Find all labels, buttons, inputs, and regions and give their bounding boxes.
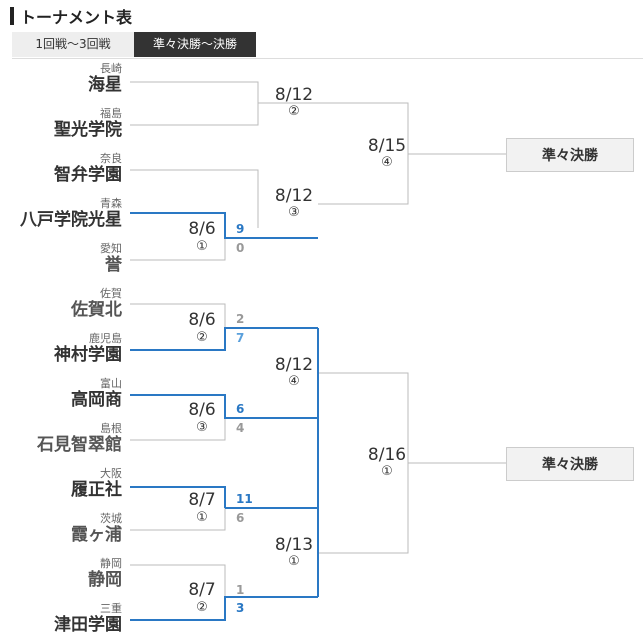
match-date: 8/6 (188, 310, 216, 330)
team-prefecture: 愛知 (100, 242, 122, 255)
score-winner: 7 (236, 331, 245, 345)
team-entry: 茨城 霞ヶ浦 (0, 512, 122, 545)
team-name: 佐賀北 (71, 300, 122, 320)
team-entry: 佐賀 佐賀北 (0, 287, 122, 320)
match-number: ① (288, 554, 300, 569)
match-date: 8/15 (367, 136, 407, 156)
team-entry: 奈良 智弁学園 (0, 152, 122, 185)
match-date: 8/12 (274, 355, 314, 375)
score-loser: 1 (236, 583, 245, 597)
bracket-line (130, 418, 226, 441)
team-entry: 三重 津田学園 (0, 602, 122, 635)
winner-line (130, 596, 318, 621)
bracket-line (130, 508, 226, 531)
match-number: ④ (381, 155, 393, 170)
team-entry: 愛知 誉 (0, 242, 122, 275)
team-prefecture: 青森 (100, 197, 122, 210)
team-name: 津田学園 (54, 615, 122, 635)
winner-line (130, 394, 318, 419)
team-name: 海星 (88, 75, 122, 95)
match-number: ① (381, 464, 393, 479)
team-name: 履正社 (71, 480, 122, 500)
match-date: 8/13 (274, 535, 314, 555)
team-prefecture: 佐賀 (100, 287, 122, 300)
match-number: ② (196, 600, 208, 615)
match-date: 8/6 (188, 400, 216, 420)
team-entry: 静岡 静岡 (0, 557, 122, 590)
team-prefecture: 鹿児島 (89, 332, 122, 345)
team-prefecture: 富山 (100, 377, 122, 390)
match-date: 8/7 (188, 490, 216, 510)
score-winner: 11 (236, 492, 253, 506)
match-number: ③ (196, 420, 208, 435)
match-number: ② (196, 330, 208, 345)
match-number: ② (288, 104, 300, 119)
team-name: 神村学園 (54, 345, 122, 365)
team-prefecture: 長崎 (100, 62, 122, 75)
match-date: 8/16 (367, 445, 407, 465)
match-number: ① (196, 239, 208, 254)
team-entry: 大阪 履正社 (0, 467, 122, 500)
team-entry: 富山 高岡商 (0, 377, 122, 410)
team-entry: 福島 聖光学院 (0, 107, 122, 140)
match-number: ③ (288, 205, 300, 220)
team-name: 霞ヶ浦 (71, 525, 122, 545)
winner-line (130, 486, 226, 508)
team-prefecture: 茨城 (100, 512, 122, 525)
team-prefecture: 大阪 (100, 467, 122, 480)
team-name: 石見智翠館 (37, 435, 122, 455)
score-loser: 0 (236, 241, 245, 255)
match-date: 8/7 (188, 580, 216, 600)
bracket-line (130, 169, 259, 228)
bracket-line (130, 303, 226, 328)
divider (12, 58, 643, 59)
score-loser: 2 (236, 312, 245, 326)
team-name: 聖光学院 (54, 120, 122, 140)
winner-line (130, 212, 318, 239)
team-name: 八戸学院光星 (20, 210, 122, 230)
score-winner: 6 (236, 402, 245, 416)
team-name: 静岡 (88, 570, 122, 590)
tab-quarterfinal-final[interactable]: 準々決勝～決勝 (134, 32, 256, 57)
page-title: トーナメント表 (20, 8, 133, 27)
team-prefecture: 三重 (100, 602, 122, 615)
team-entry: 青森 八戸学院光星 (0, 197, 122, 230)
team-entry: 長崎 海星 (0, 62, 122, 95)
score-loser: 4 (236, 421, 245, 435)
quarterfinal-slot: 準々決勝 (506, 138, 634, 172)
team-entry: 鹿児島 神村学園 (0, 332, 122, 365)
quarterfinal-slot: 準々決勝 (506, 447, 634, 481)
team-prefecture: 静岡 (100, 557, 122, 570)
match-date: 8/6 (188, 219, 216, 239)
team-prefecture: 島根 (100, 422, 122, 435)
score-winner: 3 (236, 601, 245, 615)
team-prefecture: 奈良 (100, 152, 122, 165)
team-name: 智弁学園 (54, 165, 122, 185)
team-entry: 島根 石見智翠館 (0, 422, 122, 455)
team-name: 誉 (105, 255, 122, 275)
bracket-line (130, 81, 259, 126)
score-loser: 6 (236, 511, 245, 525)
title-marker (10, 7, 14, 25)
team-prefecture: 福島 (100, 107, 122, 120)
bracket-line (130, 564, 226, 597)
score-winner: 9 (236, 222, 245, 236)
match-date: 8/12 (274, 186, 314, 206)
bracket-line (130, 238, 226, 261)
round-tabs: 1回戦～3回戦 準々決勝～決勝 (12, 32, 256, 57)
match-number: ① (196, 510, 208, 525)
match-date: 8/12 (274, 85, 314, 105)
match-number: ④ (288, 374, 300, 389)
bracket-title: トーナメント表 (10, 6, 133, 27)
tab-round-1-3[interactable]: 1回戦～3回戦 (12, 32, 134, 57)
winner-line (130, 327, 318, 351)
team-name: 高岡商 (71, 390, 122, 410)
